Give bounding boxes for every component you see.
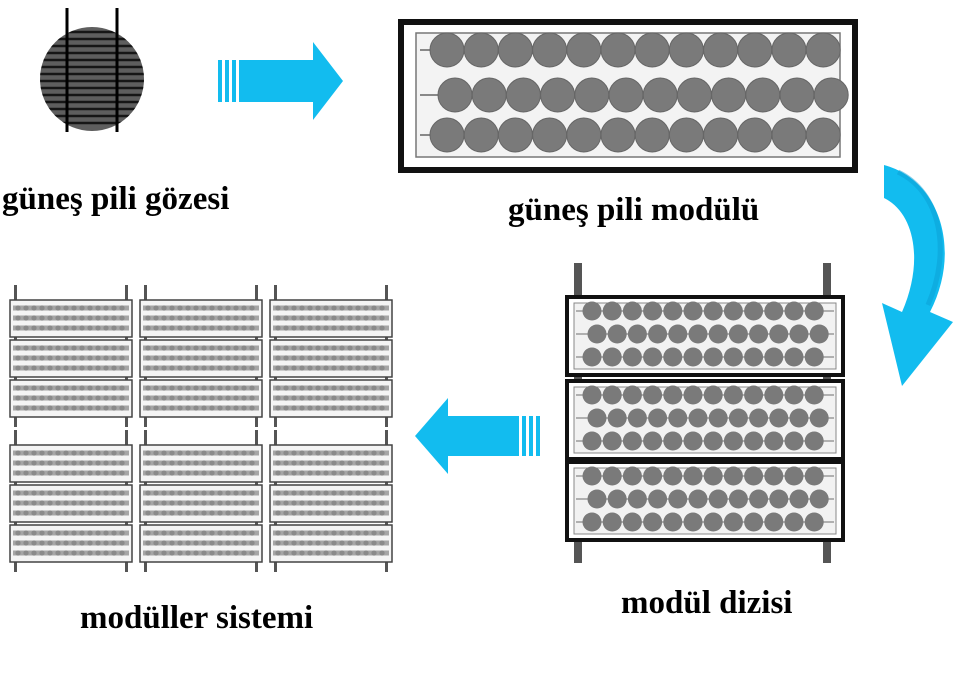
stage-label-system: modüller sistemi (80, 600, 314, 636)
module-array (565, 263, 845, 563)
stage-label-module: güneş pili modülü (508, 192, 760, 228)
arrow-curved-down-icon (882, 165, 953, 386)
arrow-left-icon (415, 398, 540, 474)
stage-label-cell: güneş pili gözesi (2, 181, 230, 217)
solar-cell-icon (40, 8, 144, 132)
arrow-right-icon (218, 42, 343, 120)
module-system (9, 285, 393, 572)
solar-module (398, 19, 858, 173)
stage-label-array: modül dizisi (621, 585, 793, 621)
